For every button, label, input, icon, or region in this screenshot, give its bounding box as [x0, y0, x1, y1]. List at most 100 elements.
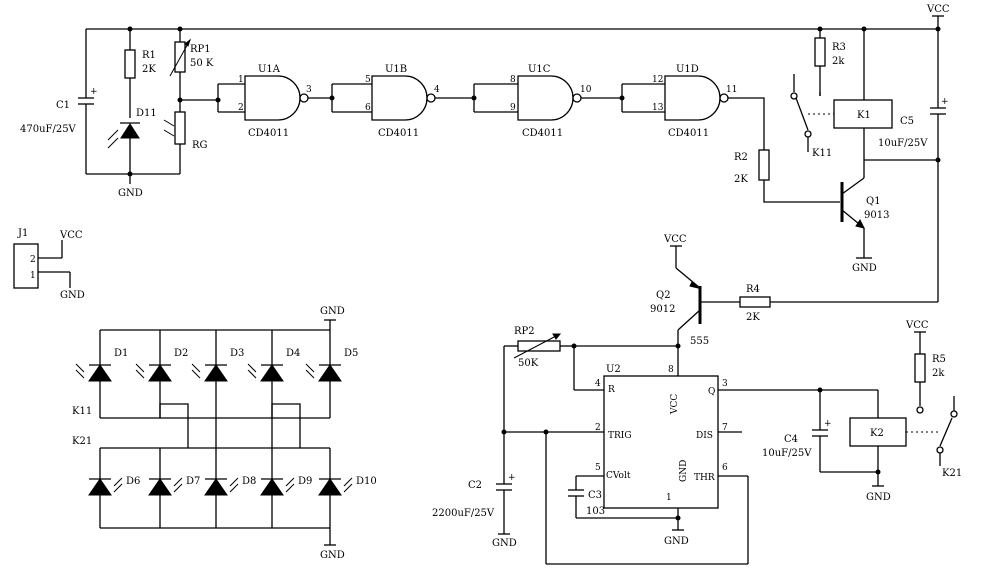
gnd1-label: GND — [118, 188, 143, 199]
j1-pin-2: 2 — [30, 255, 36, 265]
gnd-q1-label: GND — [852, 263, 877, 274]
capacitor-c2: + C2 2200uF/25V GND — [432, 346, 604, 549]
vcc-top-label: VCC — [926, 4, 950, 15]
k21-net-label: K21 — [72, 436, 92, 447]
potentiometer-rp1: RP1 50 K — [169, 29, 214, 103]
led-d10: D10 — [318, 448, 377, 528]
r3-value: 2k — [832, 56, 845, 67]
led-d3: D3 — [191, 330, 244, 418]
u1c-pin-8: 8 — [510, 75, 516, 85]
k21-label: K21 — [942, 468, 962, 479]
led-d5: D5 — [305, 330, 358, 418]
c2-label: C2 — [468, 480, 482, 491]
relay-switch-k11: K11 — [790, 74, 832, 159]
led-d2: D2 — [135, 330, 188, 418]
timer-ic-u2: U2 555 8 VCC 4 R 3 Q 2 TRIG 7 DIS 5 CVol… — [595, 336, 820, 547]
k2-label: K2 — [870, 428, 884, 439]
d2-label: D2 — [174, 348, 188, 359]
vcc-rail: VCC — [86, 4, 950, 32]
u1d-chip: CD4011 — [668, 128, 709, 139]
c2-value: 2200uF/25V — [432, 508, 495, 519]
u1b-chip: CD4011 — [378, 128, 419, 139]
u2-chip: 555 — [690, 336, 709, 347]
c4-label: C4 — [784, 434, 798, 445]
nand-gate-u1a: U1A 1 2 3 CD4011 — [180, 64, 312, 139]
u2-pin-3: 3 — [722, 379, 728, 389]
gnd-c2-label: GND — [492, 538, 517, 549]
u1a-pin-1: 1 — [238, 75, 244, 85]
u2-pin-5: 5 — [595, 463, 601, 473]
u1b-label: U1B — [385, 64, 407, 75]
u1b-pin-6: 6 — [365, 103, 371, 113]
led-matrix: GND GND K11 K21 — [72, 306, 345, 561]
u2-pin-cvolt: CVolt — [606, 471, 631, 481]
r4-label: R4 — [746, 284, 760, 295]
gnd-led-bot-label: GND — [320, 550, 345, 561]
leds-top-row: D1 D2 D3 D4 D5 — [75, 330, 358, 418]
resistor-r3: R3 2k — [814, 29, 846, 96]
j1-pin-1: 1 — [30, 271, 36, 281]
capacitor-c4: + C4 10uF/25V — [762, 387, 881, 475]
nand-gate-u1d: U1D 12 13 11 CD4011 — [622, 64, 737, 139]
u2-pin-trig: TRIG — [608, 431, 632, 441]
c3-value: 103 — [586, 506, 605, 517]
vcc-r5-label: VCC — [905, 320, 929, 331]
d3-label: D3 — [230, 348, 244, 359]
u2-pin-dis: DIS — [696, 431, 713, 441]
relay-switch-k21: K21 — [936, 396, 962, 479]
q1-value: 9013 — [864, 210, 889, 221]
u2-pin-1: 1 — [666, 493, 672, 503]
led-d6: D6 — [88, 448, 140, 528]
nand-gate-u1b: U1B 5 6 4 CD4011 — [332, 64, 440, 139]
led-d4: D4 — [247, 330, 300, 418]
relay-k1: K1 — [808, 29, 893, 178]
r1-value: 2K — [142, 64, 156, 75]
capacitor-c1: + C1 470uF/25V — [20, 29, 98, 174]
led-d9: D9 — [260, 448, 312, 528]
gnd-u2-label: GND — [664, 536, 689, 547]
k1-label: K1 — [857, 110, 871, 121]
r2-label: R2 — [734, 152, 748, 163]
leds-bottom-row: D6 D7 D8 D9 D10 — [88, 448, 377, 528]
r2-value: 2K — [734, 174, 748, 185]
connector-j1: J1 2 1 VCC GND — [13, 228, 85, 301]
rp2-label: RP2 — [514, 326, 535, 337]
j1-gnd-label: GND — [60, 290, 85, 301]
d7-label: D7 — [186, 476, 200, 487]
c5-label: C5 — [900, 116, 914, 127]
u1d-pin-11: 11 — [726, 85, 737, 95]
gnd-led-top-label: GND — [320, 306, 345, 317]
u1c-pin-9: 9 — [510, 103, 516, 113]
q2-value: 9012 — [650, 304, 675, 315]
trig-thr-loop — [545, 432, 749, 565]
u1c-pin-10: 10 — [580, 85, 592, 95]
svg-text:+: + — [90, 87, 98, 97]
r4-value: 2K — [746, 312, 760, 323]
k11-label: K11 — [812, 148, 832, 159]
relay-k2: K2 GND — [820, 389, 940, 503]
c3-label: C3 — [588, 490, 602, 501]
gnd-bus-1: GND — [86, 171, 180, 199]
rp1-label: RP1 — [190, 44, 211, 55]
transistor-q1: Q1 9013 GND — [840, 177, 889, 274]
resistor-r4: R4 2K — [700, 284, 938, 323]
r1-label: R1 — [142, 50, 156, 61]
q2-label: Q2 — [656, 290, 671, 301]
resistor-r1: R1 2K — [124, 29, 156, 118]
potentiometer-rp2: RP2 50K — [504, 326, 681, 391]
rg-label: RG — [192, 140, 208, 151]
capacitor-c5: + C5 10uF/25V — [864, 29, 949, 302]
u1a-pin-3: 3 — [306, 85, 312, 95]
led-d1: D1 — [75, 330, 128, 418]
u2-pin-8: 8 — [668, 365, 674, 375]
d8-label: D8 — [242, 476, 256, 487]
d5-label: D5 — [344, 348, 358, 359]
u1d-label: U1D — [676, 64, 699, 75]
d9-label: D9 — [298, 476, 312, 487]
svg-text:+: + — [824, 419, 832, 429]
d4-label: D4 — [286, 348, 300, 359]
j1-label: J1 — [17, 228, 28, 239]
led-d8: D8 — [204, 448, 256, 528]
nand-gate-u1c: U1C 8 9 10 CD4011 — [474, 64, 592, 139]
